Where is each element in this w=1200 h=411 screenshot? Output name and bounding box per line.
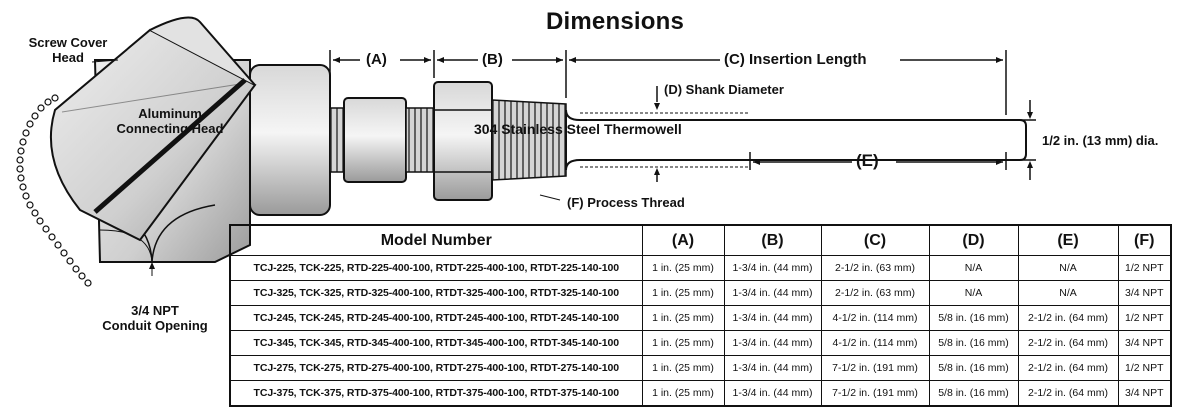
table-row: TCJ-225, TCK-225, RTD-225-400-100, RTDT-… (229, 255, 1172, 281)
cell-b: 1-3/4 in. (44 mm) (723, 330, 822, 356)
label-dim-c: (C) Insertion Length (724, 51, 867, 68)
cell-a: 1 in. (25 mm) (641, 255, 725, 281)
header-model-number: Model Number (229, 224, 643, 256)
cell-model: TCJ-275, TCK-275, RTD-275-400-100, RTDT-… (229, 355, 643, 381)
cell-e: N/A (1017, 280, 1119, 306)
cell-d: N/A (928, 255, 1019, 281)
table-row: TCJ-325, TCK-325, RTD-325-400-100, RTDT-… (229, 280, 1172, 306)
cell-b: 1-3/4 in. (44 mm) (723, 355, 822, 381)
cell-model: TCJ-375, TCK-375, RTD-375-400-100, RTDT-… (229, 380, 643, 407)
hex-nut (433, 81, 493, 201)
cell-c: 2-1/2 in. (63 mm) (820, 255, 930, 281)
bead-chain (16, 94, 92, 287)
label-dim-a: (A) (366, 51, 387, 68)
nipple-section (329, 97, 435, 183)
cell-f: 3/4 NPT (1117, 380, 1172, 407)
thermowell-stem (565, 109, 1027, 171)
cell-e: N/A (1017, 255, 1119, 281)
screw-cover (49, 16, 257, 242)
cell-d: 5/8 in. (16 mm) (928, 380, 1019, 407)
header-f: (F) (1117, 224, 1172, 256)
cell-a: 1 in. (25 mm) (641, 305, 725, 331)
label-aluminum-head: Aluminum Connecting Head (116, 106, 224, 136)
table-header-row: Model Number (A) (B) (C) (D) (E) (F) (229, 224, 1172, 256)
header-e: (E) (1017, 224, 1119, 256)
cell-e: 2-1/2 in. (64 mm) (1017, 355, 1119, 381)
header-a: (A) (641, 224, 725, 256)
cell-b: 1-3/4 in. (44 mm) (723, 255, 822, 281)
table-row: TCJ-245, TCK-245, RTD-245-400-100, RTDT-… (229, 305, 1172, 331)
dimensions-table: Model Number (A) (B) (C) (D) (E) (F) TCJ… (229, 224, 1172, 407)
label-dim-b: (B) (482, 51, 503, 68)
label-thermowell: 304 Stainless Steel Thermowell (474, 121, 682, 137)
cell-c: 7-1/2 in. (191 mm) (820, 355, 930, 381)
cell-a: 1 in. (25 mm) (641, 355, 725, 381)
header-c: (C) (820, 224, 930, 256)
cell-f: 1/2 NPT (1117, 305, 1172, 331)
cell-d: 5/8 in. (16 mm) (928, 330, 1019, 356)
table-row: TCJ-375, TCK-375, RTD-375-400-100, RTDT-… (229, 380, 1172, 407)
cell-f: 3/4 NPT (1117, 280, 1172, 306)
table-row: TCJ-275, TCK-275, RTD-275-400-100, RTDT-… (229, 355, 1172, 381)
cell-a: 1 in. (25 mm) (641, 380, 725, 407)
cell-c: 7-1/2 in. (191 mm) (820, 380, 930, 407)
label-dim-e: (E) (856, 151, 879, 170)
cell-c: 4-1/2 in. (114 mm) (820, 330, 930, 356)
header-d: (D) (928, 224, 1019, 256)
cell-e: 2-1/2 in. (64 mm) (1017, 305, 1119, 331)
header-b: (B) (723, 224, 822, 256)
cell-model: TCJ-345, TCK-345, RTD-345-400-100, RTDT-… (229, 330, 643, 356)
table-row: TCJ-345, TCK-345, RTD-345-400-100, RTDT-… (229, 330, 1172, 356)
cell-e: 2-1/2 in. (64 mm) (1017, 380, 1119, 407)
cell-d: 5/8 in. (16 mm) (928, 305, 1019, 331)
cell-a: 1 in. (25 mm) (641, 280, 725, 306)
cell-d: N/A (928, 280, 1019, 306)
dimension-lines (91, 50, 1036, 276)
cell-model: TCJ-245, TCK-245, RTD-245-400-100, RTDT-… (229, 305, 643, 331)
cell-f: 3/4 NPT (1117, 330, 1172, 356)
cell-c: 4-1/2 in. (114 mm) (820, 305, 930, 331)
cell-b: 1-3/4 in. (44 mm) (723, 280, 822, 306)
cell-model: TCJ-325, TCK-325, RTD-325-400-100, RTDT-… (229, 280, 643, 306)
cell-model: TCJ-225, TCK-225, RTD-225-400-100, RTDT-… (229, 255, 643, 281)
cell-e: 2-1/2 in. (64 mm) (1017, 330, 1119, 356)
label-dim-d: (D) Shank Diameter (664, 82, 784, 97)
label-tip-diameter: 1/2 in. (13 mm) dia. (1042, 133, 1159, 148)
cell-b: 1-3/4 in. (44 mm) (723, 380, 822, 407)
cell-d: 5/8 in. (16 mm) (928, 355, 1019, 381)
label-screw-cover-head: Screw Cover Head (28, 35, 108, 65)
cell-f: 1/2 NPT (1117, 355, 1172, 381)
cell-a: 1 in. (25 mm) (641, 330, 725, 356)
label-conduit-opening: 3/4 NPT Conduit Opening (102, 303, 208, 333)
cell-f: 1/2 NPT (1117, 255, 1172, 281)
page-title: Dimensions (545, 8, 685, 35)
label-dim-f: (F) Process Thread (567, 195, 685, 210)
cell-c: 2-1/2 in. (63 mm) (820, 280, 930, 306)
cell-b: 1-3/4 in. (44 mm) (723, 305, 822, 331)
process-thread (491, 99, 567, 181)
